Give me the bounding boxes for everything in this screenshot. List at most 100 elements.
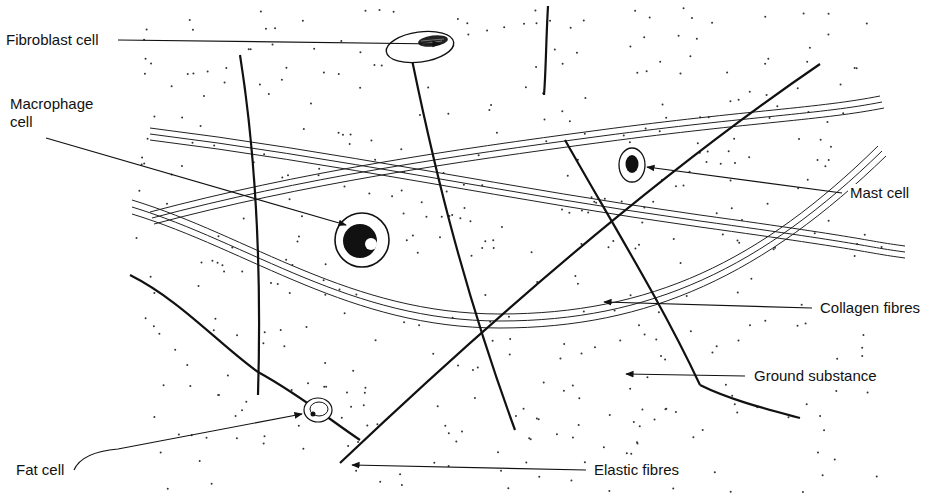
stipple-dot bbox=[798, 138, 800, 140]
stipple-dot bbox=[587, 212, 589, 214]
stipple-dot bbox=[318, 168, 320, 170]
stipple-dot bbox=[143, 162, 145, 164]
stipple-dot bbox=[629, 388, 631, 390]
stipple-dot bbox=[338, 73, 340, 75]
stipple-dot bbox=[738, 242, 740, 244]
stipple-dot bbox=[145, 317, 147, 319]
stipple-dot bbox=[349, 143, 351, 145]
stipple-dot bbox=[515, 415, 517, 417]
stipple-dot bbox=[769, 117, 771, 119]
stipple-dot bbox=[298, 425, 300, 427]
stipple-dot bbox=[236, 334, 238, 336]
stipple-dot bbox=[141, 156, 143, 158]
stipple-dot bbox=[608, 490, 610, 492]
elastic-fibre bbox=[130, 6, 820, 463]
stipple-dot bbox=[584, 461, 586, 463]
stipple-dot bbox=[490, 104, 492, 106]
stipple-dot bbox=[245, 401, 247, 403]
stipple-dot bbox=[493, 247, 495, 249]
stipple-dot bbox=[277, 283, 279, 285]
stipple-dot bbox=[451, 214, 453, 216]
stipple-dot bbox=[866, 23, 868, 25]
stipple-dot bbox=[767, 203, 769, 205]
stipple-dot bbox=[630, 294, 632, 296]
stipple-dot bbox=[167, 488, 169, 490]
stipple-dot bbox=[218, 394, 220, 396]
stipple-dot bbox=[634, 248, 636, 250]
stipple-dot bbox=[636, 72, 638, 74]
stipple-dot bbox=[803, 12, 805, 14]
stipple-dot bbox=[716, 212, 718, 214]
stipple-dot bbox=[201, 262, 203, 264]
stipple-dot bbox=[572, 436, 574, 438]
stipple-dot bbox=[673, 238, 675, 240]
stipple-dot bbox=[867, 391, 869, 393]
stipple-dot bbox=[802, 491, 804, 493]
stipple-dot bbox=[696, 38, 698, 40]
stipple-dot bbox=[150, 276, 152, 278]
stipple-dot bbox=[302, 448, 304, 450]
stipple-dot bbox=[734, 403, 736, 405]
part-label: Macrophage cell bbox=[8, 95, 104, 131]
stipple-dot bbox=[525, 86, 527, 88]
stipple-dot bbox=[338, 132, 340, 134]
stipple-dot bbox=[418, 324, 420, 326]
stipple-dot bbox=[854, 67, 856, 69]
stipple-dot bbox=[310, 102, 312, 104]
part-label: Collagen fibres bbox=[818, 299, 922, 317]
stipple-dot bbox=[645, 128, 647, 130]
stipple-dot bbox=[341, 417, 343, 419]
stipple-dot bbox=[285, 259, 287, 261]
stipple-dot bbox=[484, 240, 486, 242]
stipple-dot bbox=[614, 309, 616, 311]
collagen-fibre bbox=[150, 96, 884, 224]
stipple-dot bbox=[561, 209, 563, 211]
stipple-dot bbox=[236, 437, 238, 439]
stipple-dot bbox=[637, 443, 639, 445]
stipple-dot bbox=[492, 340, 494, 342]
stipple-dot bbox=[218, 235, 220, 237]
stipple-dot bbox=[281, 79, 283, 81]
stipple-dot bbox=[827, 34, 829, 36]
stipple-dot bbox=[629, 45, 631, 47]
stipple-dot bbox=[211, 260, 213, 262]
stipple-dot bbox=[538, 476, 540, 478]
stipple-dot bbox=[403, 321, 405, 323]
stipple-dot bbox=[198, 285, 200, 287]
stipple-dot bbox=[340, 40, 342, 42]
stipple-dot bbox=[534, 10, 536, 12]
stipple-dot bbox=[623, 135, 625, 137]
stipple-dot bbox=[350, 134, 352, 136]
stipple-dot bbox=[652, 201, 654, 203]
macrophage-cell bbox=[335, 213, 389, 267]
stipple-dot bbox=[646, 70, 648, 72]
ground-substance-stipple bbox=[135, 7, 882, 493]
stipple-dot bbox=[730, 491, 732, 493]
fat-cell bbox=[304, 398, 332, 422]
stipple-dot bbox=[291, 389, 293, 391]
stipple-dot bbox=[728, 150, 730, 152]
stipple-dot bbox=[817, 159, 819, 161]
stipple-dot bbox=[501, 226, 503, 228]
stipple-dot bbox=[824, 165, 826, 167]
stipple-dot bbox=[836, 358, 838, 360]
stipple-dot bbox=[189, 385, 191, 387]
stipple-dot bbox=[659, 130, 661, 132]
stipple-dot bbox=[649, 17, 651, 19]
stipple-dot bbox=[401, 484, 403, 486]
stipple-dot bbox=[581, 353, 583, 355]
stipple-dot bbox=[764, 320, 766, 322]
stipple-dot bbox=[474, 397, 476, 399]
stipple-dot bbox=[737, 291, 739, 293]
stipple-dot bbox=[259, 83, 261, 85]
collagen-fibre bbox=[150, 128, 905, 258]
stipple-dot bbox=[264, 331, 266, 333]
stipple-dot bbox=[225, 67, 227, 69]
stipple-dot bbox=[584, 97, 586, 99]
stipple-dot bbox=[274, 27, 276, 29]
stipple-dot bbox=[530, 438, 532, 440]
stipple-dot bbox=[828, 13, 830, 15]
stipple-dot bbox=[364, 10, 366, 12]
stipple-dot bbox=[347, 445, 349, 447]
